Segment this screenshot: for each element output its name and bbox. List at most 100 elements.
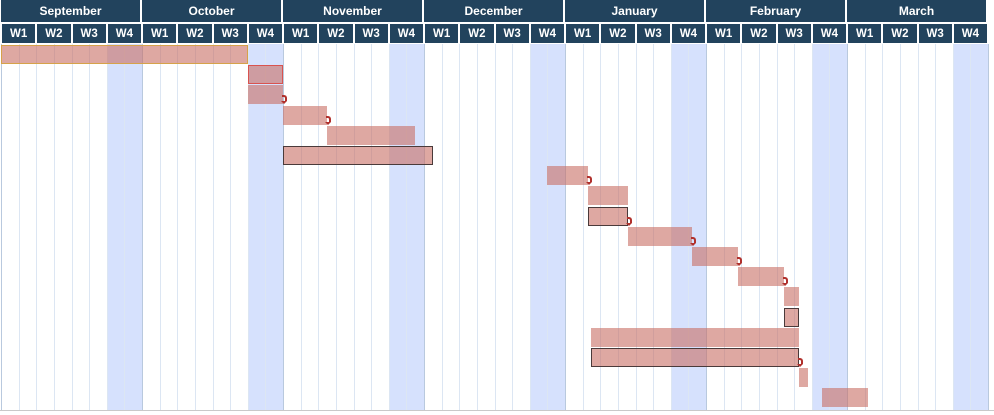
grid-line (900, 44, 901, 410)
grid-line (36, 44, 37, 410)
grid-line (230, 44, 231, 410)
week-october-w2: W2 (178, 24, 212, 43)
week-february-w3: W3 (777, 24, 811, 43)
grid-line (213, 44, 214, 410)
week-october-w4: W4 (248, 24, 282, 43)
grid-line (406, 44, 407, 410)
week-november-w2: W2 (319, 24, 353, 43)
month-december: December (424, 0, 565, 22)
grid-line (512, 44, 513, 410)
grid-line (265, 44, 266, 410)
week-september-w4: W4 (107, 24, 141, 43)
grid-line (918, 44, 919, 410)
task-bar[interactable] (247, 65, 283, 85)
grid-line (600, 44, 601, 410)
grid-line (142, 44, 143, 410)
week-november-w3: W3 (354, 24, 388, 43)
grid-line (865, 44, 866, 410)
week-september-w3: W3 (72, 24, 106, 43)
dependency-arrow-icon (281, 95, 287, 105)
grid-line (19, 44, 20, 410)
grid-line (124, 44, 125, 410)
grid-line (812, 44, 813, 410)
task-bar[interactable] (283, 105, 328, 125)
dependency-arrow-icon (781, 277, 788, 287)
grid-line (1, 44, 2, 410)
grid-line (318, 44, 319, 410)
task-bar[interactable] (327, 125, 416, 145)
task-bar[interactable] (283, 146, 433, 165)
week-october-w3: W3 (213, 24, 247, 43)
grid-line (54, 44, 55, 410)
week-february-w2: W2 (742, 24, 776, 43)
task-bar[interactable] (783, 287, 800, 307)
week-january-w2: W2 (601, 24, 635, 43)
task-bar[interactable] (587, 206, 629, 226)
grid-line (847, 44, 848, 410)
week-september-w1: W1 (2, 24, 36, 43)
grid-line (72, 44, 73, 410)
grid-line (336, 44, 337, 410)
grid-line (618, 44, 619, 410)
week-march-w2: W2 (883, 24, 917, 43)
grid-line (371, 44, 372, 410)
week-march-w1: W1 (848, 24, 882, 43)
grid-line (283, 44, 284, 410)
task-bar[interactable] (737, 267, 784, 287)
task-bar[interactable] (587, 186, 629, 206)
week-january-w3: W3 (636, 24, 670, 43)
grid-line (89, 44, 90, 410)
week-november-w1: W1 (284, 24, 318, 43)
grid-line (107, 44, 108, 410)
week-december-w1: W1 (425, 24, 459, 43)
task-bar[interactable] (247, 85, 283, 105)
grid-line (459, 44, 460, 410)
dependency-arrow-icon (626, 216, 633, 226)
timeline-grid (0, 44, 994, 410)
task-bar[interactable] (799, 368, 809, 388)
grid-line (724, 44, 725, 410)
grid-bottom-border (0, 410, 994, 411)
grid-line (354, 44, 355, 410)
week-september-w2: W2 (37, 24, 71, 43)
grid-line (935, 44, 936, 410)
grid-line (970, 44, 971, 410)
grid-line (741, 44, 742, 410)
grid-line (248, 44, 249, 410)
grid-line (495, 44, 496, 410)
grid-line (829, 44, 830, 410)
grid-line (759, 44, 760, 410)
week-december-w4: W4 (530, 24, 564, 43)
week-february-w4: W4 (812, 24, 846, 43)
grid-line (777, 44, 778, 410)
grid-line (477, 44, 478, 410)
grid-line (195, 44, 196, 410)
week-january-w4: W4 (671, 24, 705, 43)
task-bar[interactable] (547, 166, 588, 186)
task-bar[interactable] (783, 307, 800, 327)
dependency-arrow-icon (689, 236, 696, 246)
grid-line (953, 44, 954, 410)
task-bar[interactable] (591, 327, 800, 347)
week-january-w1: W1 (566, 24, 600, 43)
grid-line (882, 44, 883, 410)
grid-line (424, 44, 425, 410)
month-november: November (283, 0, 424, 22)
task-bar[interactable] (822, 388, 869, 408)
grid-line (565, 44, 566, 410)
task-bar[interactable] (691, 247, 738, 266)
dependency-arrow-icon (735, 257, 742, 266)
grid-line (547, 44, 548, 410)
task-bar[interactable] (628, 226, 692, 246)
grid-line (442, 44, 443, 410)
task-bar[interactable] (1, 45, 248, 64)
grid-line (988, 44, 989, 410)
task-bar[interactable] (591, 348, 800, 367)
month-october: October (142, 0, 283, 22)
grid-line (794, 44, 795, 410)
week-february-w1: W1 (707, 24, 741, 43)
dependency-arrow-icon (797, 358, 804, 367)
grid-line (177, 44, 178, 410)
week-november-w4: W4 (389, 24, 423, 43)
